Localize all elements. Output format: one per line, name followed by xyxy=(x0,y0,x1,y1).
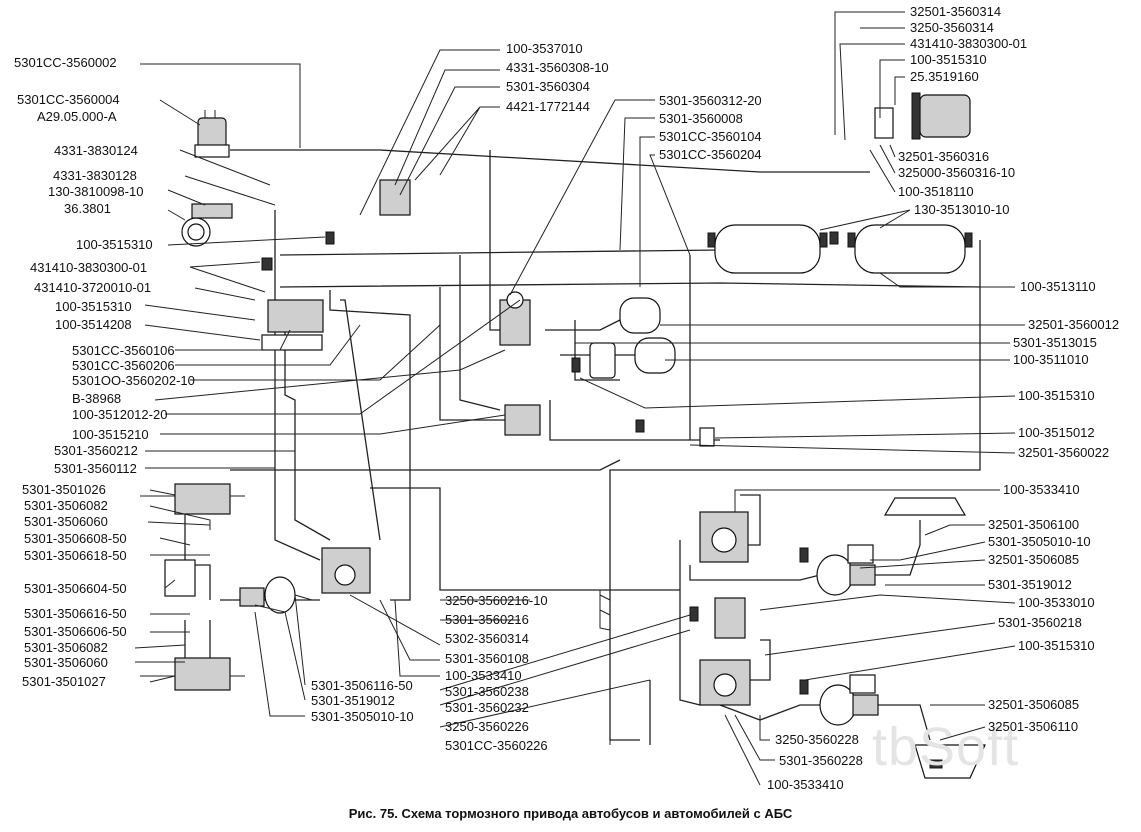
label-part: 32501-3560316 xyxy=(898,149,990,164)
label-part: 431410-3830300-01 xyxy=(30,260,148,275)
label-part: 100-3518110 xyxy=(898,184,974,199)
label-part: 100-3515310 xyxy=(910,52,987,67)
label-part: 5301-3506618-50 xyxy=(24,548,127,563)
label-part: 5301-3506604-50 xyxy=(24,581,127,596)
label-part: 5301-3560228 xyxy=(779,753,863,768)
label-part: 32501-3506085 xyxy=(988,697,1080,712)
label-part: В-38968 xyxy=(72,391,122,406)
label-part: 3250-3560226 xyxy=(445,719,529,734)
label-part: 5302-3560314 xyxy=(445,631,529,646)
label-part: 3250-3560228 xyxy=(775,732,859,747)
wheel-brakes-left xyxy=(140,483,245,691)
label-part: 100-3515310 xyxy=(76,237,153,252)
label-part: 100-3533410 xyxy=(445,668,522,683)
label-part: 4421-1772144 xyxy=(506,99,590,114)
label-part: 5301-3560008 xyxy=(659,111,743,126)
label-part: 5301-3501026 xyxy=(22,482,106,497)
valves-center xyxy=(261,179,541,436)
compressor-device xyxy=(194,110,230,158)
label-part: 325000-3560316-10 xyxy=(898,165,1016,180)
figure-caption: Рис. 75. Схема тормозного привода автобу… xyxy=(348,806,793,821)
label-part: 100-3515310 xyxy=(1018,388,1095,403)
label-part: 5301-3506082 xyxy=(24,640,108,655)
label-part: 5301-3505010-10 xyxy=(988,534,1091,549)
label-part: 431410-3830300-01 xyxy=(910,36,1028,51)
label-part: 100-3533410 xyxy=(767,777,844,792)
label-part: 5301-3560108 xyxy=(445,651,529,666)
pipelines xyxy=(184,149,981,745)
label-part: 3250-3560216-10 xyxy=(445,593,548,608)
label-part: 100-3513110 xyxy=(1020,279,1096,294)
label-part: 5301-3560304 xyxy=(506,79,590,94)
label-part: 5301-3560312-20 xyxy=(659,93,762,108)
receivers-front xyxy=(589,297,676,379)
label-part: 32501-3506085 xyxy=(988,552,1080,567)
label-part: 100-3515310 xyxy=(1018,638,1095,653)
label-part: 32501-3560022 xyxy=(1018,445,1110,460)
label-part: А29.05.000-А xyxy=(37,109,117,124)
label-part: 100-3515012 xyxy=(1018,425,1095,440)
label-part: 5301СС-3560004 xyxy=(17,92,120,107)
watermark-text: tbSoft xyxy=(872,717,1020,777)
label-part: 5301-3506616-50 xyxy=(24,606,127,621)
label-part: 5301-3560212 xyxy=(54,443,138,458)
label-part: 5301-3560232 xyxy=(445,700,529,715)
label-part: 5301-3560218 xyxy=(998,615,1082,630)
label-part: 5301-3519012 xyxy=(988,577,1072,592)
label-part: 32501-3560314 xyxy=(910,4,1002,19)
label-part: 5301-3506606-50 xyxy=(24,624,127,639)
pressure-gauge-device xyxy=(181,203,233,247)
label-part: 100-3511010 xyxy=(1013,352,1089,367)
label-part: 130-3513010-10 xyxy=(914,202,1010,217)
label-part: 32501-3506100 xyxy=(988,517,1080,532)
small-valves xyxy=(261,231,839,695)
label-part: 5301ОО-3560202-10 xyxy=(72,373,195,388)
label-part: 5301-3505010-10 xyxy=(311,709,414,724)
label-part: 5301-3560238 xyxy=(445,684,529,699)
label-part: 5301-3501027 xyxy=(22,674,106,689)
label-part: 3250-3560314 xyxy=(910,20,994,35)
leader-lines xyxy=(134,11,1025,786)
label-part: 32501-3560012 xyxy=(1028,317,1120,332)
label-part: 100-3512012-20 xyxy=(72,407,168,422)
label-part: 5301-3513015 xyxy=(1013,335,1097,350)
label-part: 5301-3506116-50 xyxy=(311,678,413,693)
label-part: 5301-3506060 xyxy=(24,655,108,670)
label-part: 100-3537010 xyxy=(506,41,583,56)
brake-chambers xyxy=(239,544,879,726)
label-part: 431410-3720010-01 xyxy=(34,280,152,295)
devices xyxy=(140,92,986,779)
label-part: 5301-3560112 xyxy=(54,461,137,476)
label-part: 5301-3560216 xyxy=(445,612,529,627)
label-part: 5301-3506060 xyxy=(24,514,108,529)
label-part: 5301СС-3560226 xyxy=(445,738,548,753)
label-part: 4331-3830128 xyxy=(53,168,137,183)
label-part: 5301СС-3560204 xyxy=(659,147,762,162)
label-part: 5301-3519012 xyxy=(311,693,395,708)
spring-brake-chamber-device xyxy=(874,92,971,140)
label-part: 100-3515210 xyxy=(72,427,149,442)
label-part: 100-3515310 xyxy=(55,299,132,314)
abs-sensor-plates xyxy=(883,497,986,779)
label-part: 5301СС-3560104 xyxy=(659,129,762,144)
label-part: 5301-3506608-50 xyxy=(24,531,127,546)
label-part: 100-3533410 xyxy=(1003,482,1080,497)
label-part: 5301СС-3560002 xyxy=(14,55,117,70)
label-part: 4331-3830124 xyxy=(54,143,138,158)
label-part: 5301-3506082 xyxy=(24,498,108,513)
label-part: 100-3514208 xyxy=(55,317,132,332)
label-part: 25.3519160 xyxy=(910,69,979,84)
receivers-rear xyxy=(707,224,973,274)
label-part: 100-3533010 xyxy=(1018,595,1095,610)
label-part: 5301СС-3560106 xyxy=(72,343,175,358)
label-part: 5301СС-3560206 xyxy=(72,358,175,373)
label-part: 130-3810098-10 xyxy=(48,184,144,199)
abs-modulators xyxy=(321,511,751,706)
label-part: 4331-3560308-10 xyxy=(506,60,609,75)
label-part: 36.3801 xyxy=(64,201,111,216)
label-part: 32501-3506110 xyxy=(988,719,1079,734)
